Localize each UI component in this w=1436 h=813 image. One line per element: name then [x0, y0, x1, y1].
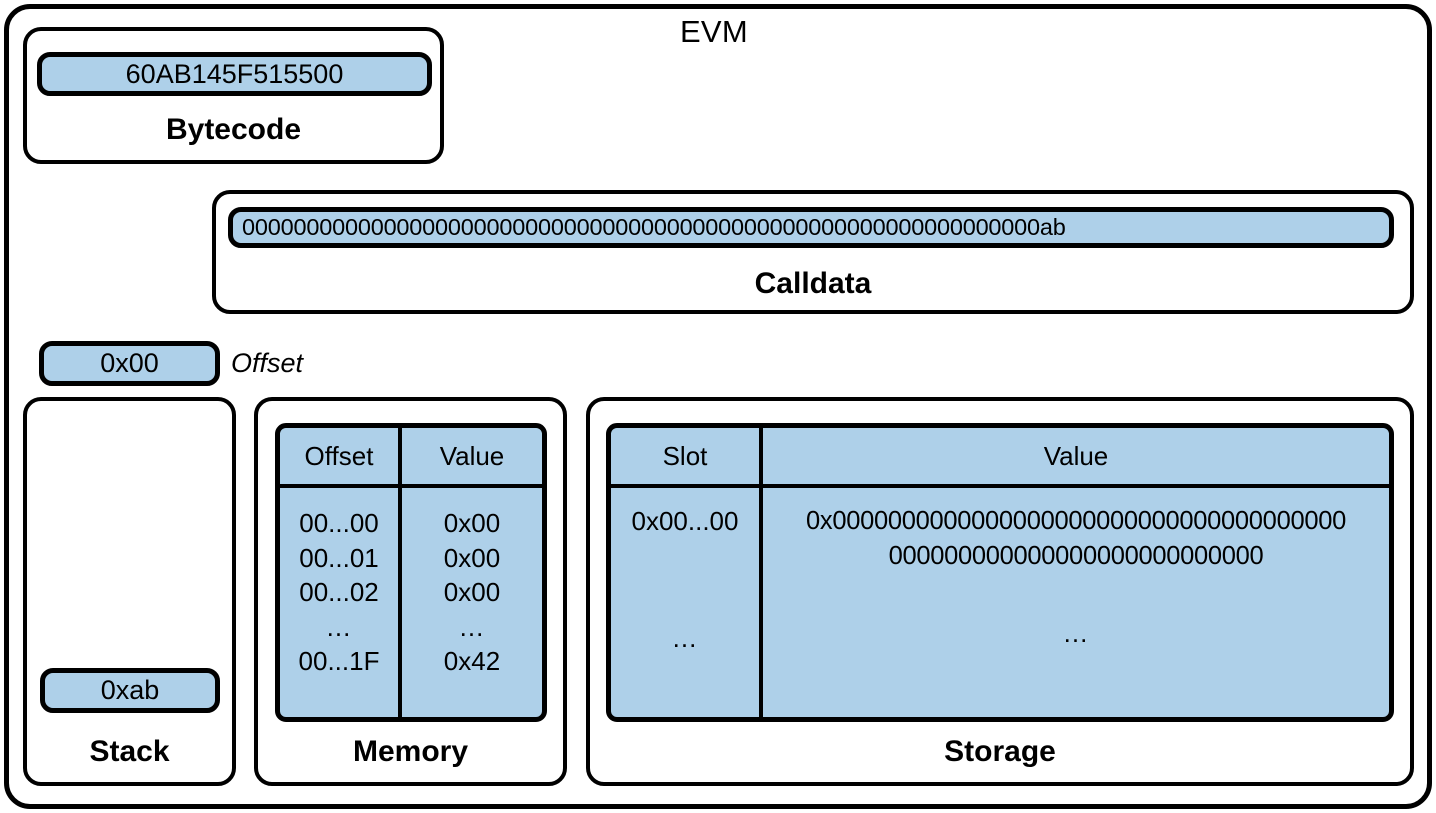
- bytecode-label: Bytecode: [165, 113, 302, 146]
- storage-column-value: Value: [1043, 440, 1109, 471]
- storage-slot-row-0: 0x00...00: [631, 506, 739, 536]
- stack-container: [23, 397, 236, 786]
- memory-offset-row-4: 00...1F: [298, 646, 380, 677]
- memory-offset-row-3: ...: [326, 611, 352, 642]
- storage-label: Storage: [944, 735, 1056, 768]
- memory-offset-row-1: 00...01: [299, 542, 379, 573]
- calldata-label: Calldata: [754, 267, 872, 300]
- offset-value-chip: 0x00: [39, 341, 220, 386]
- memory-value-row-4: 0x42: [443, 646, 501, 677]
- bytecode-value-chip: 60AB145F515500: [37, 52, 432, 96]
- memory-column-value: Value: [439, 440, 505, 471]
- memory-column-offset: Offset: [280, 428, 402, 484]
- memory-value-row-1: 0x00: [443, 542, 501, 573]
- memory-value-row-2: 0x00: [443, 577, 501, 608]
- memory-table: Offset Value 00...00 00...01 00...02 ...…: [275, 423, 547, 722]
- storage-value-row-1: ...: [1063, 617, 1089, 648]
- memory-label: Memory: [352, 735, 469, 768]
- storage-slot-row-1: ...: [672, 623, 698, 653]
- memory-offset-cells: 00...00 00...01 00...02 ... 00...1F: [280, 488, 402, 717]
- evm-title: EVM: [679, 14, 749, 49]
- memory-offset-row-0: 00...00: [299, 508, 379, 538]
- calldata-value-chip: 0000000000000000000000000000000000000000…: [228, 207, 1394, 248]
- storage-column-slot: Slot: [611, 428, 763, 484]
- memory-offset-row-2: 00...02: [299, 577, 379, 608]
- memory-table-header: Offset Value: [280, 428, 542, 488]
- memory-value-row-0: 0x00: [443, 508, 501, 538]
- storage-slot-cells: 0x00...00 ...: [611, 488, 763, 717]
- offset-label: Offset: [231, 348, 304, 378]
- stack-item-0: 0xab: [40, 668, 220, 713]
- memory-table-body: 00...00 00...01 00...02 ... 00...1F 0x00…: [280, 488, 542, 717]
- stack-label: Stack: [89, 735, 170, 768]
- storage-table-body: 0x00...00 ... 0x000000000000000000000000…: [611, 488, 1389, 717]
- storage-table-header: Slot Value: [611, 428, 1389, 488]
- storage-value-cells: 0x00000000000000000000000000000000000000…: [763, 488, 1389, 717]
- storage-value-row-0: 0x00000000000000000000000000000000000000…: [806, 507, 1346, 570]
- memory-value-cells: 0x00 0x00 0x00 ... 0x42: [402, 488, 542, 717]
- memory-value-row-3: ...: [459, 611, 485, 642]
- storage-table: Slot Value 0x00...00 ... 0x0000000000000…: [606, 423, 1394, 722]
